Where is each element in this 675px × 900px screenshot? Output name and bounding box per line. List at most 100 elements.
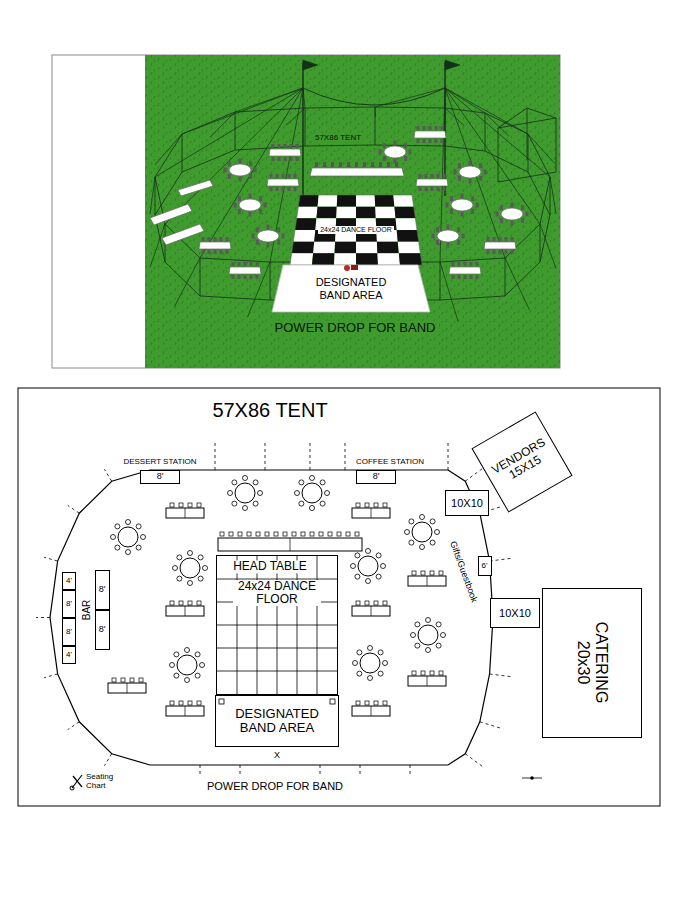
chair-3d — [450, 209, 453, 214]
chair — [383, 661, 388, 666]
chair — [376, 574, 381, 579]
stake-line — [465, 468, 483, 481]
chair-3d — [220, 237, 223, 241]
drum-kit — [344, 265, 350, 271]
table-top-3d — [451, 199, 473, 211]
long-table — [408, 671, 446, 686]
chair — [310, 506, 315, 511]
chair-3d — [458, 262, 461, 266]
chair-3d — [224, 168, 227, 173]
table-joint — [427, 576, 428, 586]
frame-tent — [527, 108, 556, 118]
chair — [247, 532, 251, 536]
table-top-3d — [449, 267, 481, 274]
chair-3d — [437, 174, 440, 178]
checker-cell — [298, 195, 318, 207]
chair — [368, 676, 373, 681]
chair-3d — [443, 174, 446, 178]
chair-3d — [394, 141, 397, 146]
chair-3d — [470, 275, 473, 279]
chair-3d — [331, 162, 334, 167]
table-joint — [371, 706, 372, 716]
round-table — [170, 648, 205, 683]
chair-3d — [493, 237, 496, 241]
stake-line — [480, 722, 501, 728]
chair-3d — [339, 162, 342, 167]
head-table-3d — [310, 168, 404, 176]
chair — [412, 671, 416, 675]
chair-3d — [214, 250, 217, 254]
long-table — [108, 678, 146, 693]
grid-line — [217, 648, 337, 649]
stake-line — [68, 722, 80, 730]
power-box — [219, 699, 224, 704]
checker-cell — [375, 195, 395, 207]
chair — [185, 678, 190, 683]
chair — [409, 519, 414, 524]
chair-3d — [425, 187, 428, 191]
chair — [320, 480, 325, 485]
seating-chart-label: Seating Chart — [86, 773, 126, 791]
chair — [173, 566, 178, 571]
chair — [228, 491, 233, 496]
chair-3d — [323, 162, 326, 167]
chair — [310, 476, 315, 481]
guy-rope — [150, 224, 165, 267]
head-table-label: HEAD TABLE — [231, 560, 309, 573]
chair-3d — [264, 203, 267, 208]
chair — [203, 566, 208, 571]
chair-3d — [436, 227, 439, 232]
chair-3d — [214, 237, 217, 241]
chair — [412, 571, 416, 575]
chair-3d — [226, 250, 229, 254]
chair — [136, 524, 141, 529]
power-box — [330, 699, 335, 704]
chair — [415, 622, 420, 627]
chair — [365, 601, 369, 605]
icon-stroke — [73, 776, 82, 787]
chair — [229, 532, 233, 536]
chair-3d — [270, 187, 273, 191]
chair — [200, 663, 205, 668]
chair — [174, 652, 179, 657]
side-pole — [200, 258, 201, 296]
chair-3d — [278, 144, 281, 148]
chair-3d — [521, 218, 524, 223]
side-pole — [528, 134, 529, 172]
chair-3d — [526, 212, 529, 217]
table-joint — [290, 538, 291, 551]
chair — [405, 530, 410, 535]
node-text: 8' — [66, 600, 72, 609]
checker-cell — [313, 242, 335, 254]
chair — [357, 650, 362, 655]
table-top — [408, 676, 446, 686]
chair — [177, 555, 182, 560]
chair-3d — [443, 187, 446, 191]
node-text: 4' — [66, 651, 72, 660]
table-top-3d — [501, 208, 523, 220]
stake-line — [360, 765, 361, 775]
render-frame — [52, 55, 560, 368]
gifts-label: Gifts/Guestbook — [447, 540, 478, 604]
chair — [170, 503, 174, 507]
gift-table: 6' — [478, 556, 492, 576]
chair — [420, 515, 425, 520]
grid-line — [217, 671, 337, 672]
table-top — [352, 606, 390, 616]
chair — [232, 480, 237, 485]
chair-3d — [284, 157, 287, 161]
chair-3d — [288, 174, 291, 178]
chair-3d — [288, 187, 291, 191]
stake-line — [200, 765, 201, 775]
chair — [301, 532, 305, 536]
chair-3d — [259, 196, 262, 201]
chair — [374, 503, 378, 507]
table-top — [166, 508, 204, 518]
table-top-3d — [484, 242, 516, 249]
chair — [409, 540, 414, 545]
chair-3d — [238, 275, 241, 279]
chair — [430, 519, 435, 524]
chair-3d — [250, 275, 253, 279]
checker-cell — [290, 253, 313, 265]
seating-chart-icon — [70, 775, 82, 790]
